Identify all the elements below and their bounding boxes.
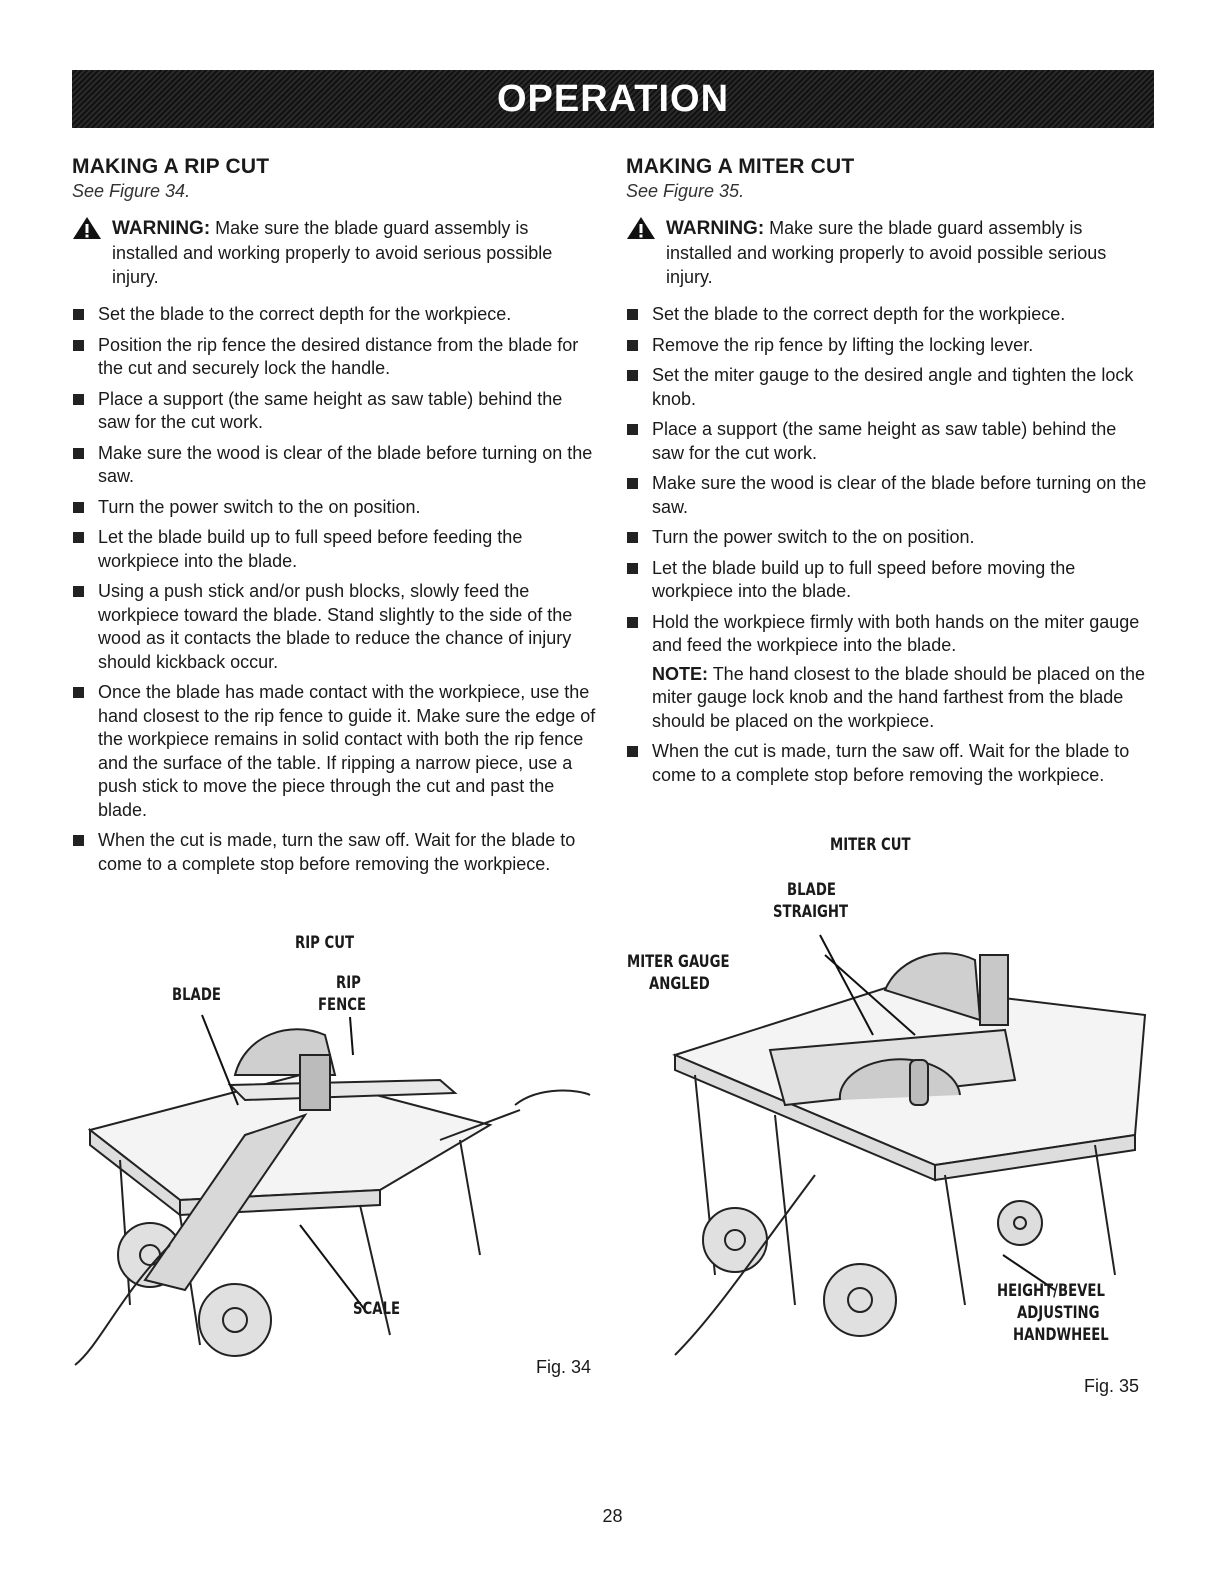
rip-cut-illustration	[74, 1014, 591, 1366]
label-blade: BLADE	[172, 985, 221, 1005]
list-item: Make sure the wood is clear of the blade…	[626, 472, 1151, 519]
list-item: Place a support (the same height as saw …	[72, 388, 597, 435]
figure-miter-cut: MITER CUT BLADE STRAIGHT MITER GAUGE ANG…	[615, 835, 1155, 1360]
warning-icon	[73, 217, 101, 239]
label-handwheel-line1: HEIGHT/BEVEL	[997, 1281, 1105, 1301]
rip-cut-section: MAKING A RIP CUT See Figure 34. WARNING:…	[72, 155, 597, 883]
miter-cut-steps: Set the blade to the correct depth for t…	[626, 303, 1151, 658]
list-item: Using a push stick and/or push blocks, s…	[72, 580, 597, 674]
page-number: 28	[602, 1506, 623, 1526]
label-blade-straight-line1: BLADE	[787, 880, 836, 900]
figure-title: MITER CUT	[830, 835, 911, 855]
warning-text: Make sure the blade guard assembly is in…	[666, 218, 1107, 287]
section-banner: OPERATION	[72, 70, 1154, 128]
list-item: Set the blade to the correct depth for t…	[72, 303, 597, 327]
label-miter-gauge-line2: ANGLED	[649, 974, 710, 994]
figure-title: RIP CUT	[295, 933, 355, 953]
label-handwheel-line2: ADJUSTING	[1017, 1303, 1100, 1323]
list-item: Make sure the wood is clear of the blade…	[72, 442, 597, 489]
miter-note: NOTE: The hand closest to the blade shou…	[626, 663, 1151, 734]
list-item: Turn the power switch to the on position…	[72, 496, 597, 520]
label-rip-fence-line2: FENCE	[318, 995, 367, 1015]
label-handwheel-line3: HANDWHEEL	[1013, 1325, 1109, 1345]
note-text: The hand closest to the blade should be …	[652, 663, 1146, 731]
note-label: NOTE:	[652, 663, 708, 684]
warning-text: Make sure the blade guard assembly is in…	[112, 218, 553, 287]
miter-cut-illustration	[672, 934, 1147, 1356]
list-item: Set the miter gauge to the desired angle…	[626, 364, 1151, 411]
list-item: Remove the rip fence by lifting the lock…	[626, 334, 1151, 358]
warning-icon	[627, 217, 655, 239]
section-title: OPERATION	[496, 77, 730, 120]
label-blade-straight-line2: STRAIGHT	[773, 902, 849, 922]
miter-cut-figure-reference: See Figure 35.	[626, 181, 745, 201]
rip-cut-steps: Set the blade to the correct depth for t…	[72, 303, 597, 876]
figure-rip-cut: RIP CUT BLADE RIP FENCE SCALE	[60, 925, 600, 1385]
list-item: Position the rip fence the desired dista…	[72, 334, 597, 381]
rip-cut-heading: MAKING A RIP CUT	[72, 155, 270, 178]
list-item: Turn the power switch to the on position…	[626, 526, 1151, 550]
miter-cut-warning: WARNING: Make sure the blade guard assem…	[626, 216, 1151, 289]
list-item: When the cut is made, turn the saw off. …	[626, 740, 1151, 787]
list-item: Let the blade build up to full speed bef…	[626, 557, 1151, 604]
figure-caption: Fig. 34	[536, 1357, 592, 1377]
label-miter-gauge-line1: MITER GAUGE	[627, 952, 730, 972]
list-item: When the cut is made, turn the saw off. …	[72, 829, 597, 876]
rip-cut-figure-reference: See Figure 34.	[72, 181, 191, 201]
list-item: Set the blade to the correct depth for t…	[626, 303, 1151, 327]
list-item: Hold the workpiece firmly with both hand…	[626, 611, 1151, 658]
rip-cut-warning: WARNING: Make sure the blade guard assem…	[72, 216, 597, 289]
warning-label: WARNING:	[666, 218, 765, 239]
list-item: Once the blade has made contact with the…	[72, 681, 597, 822]
list-item: Let the blade build up to full speed bef…	[72, 526, 597, 573]
label-rip-fence-line1: RIP	[336, 973, 361, 993]
figure-caption: Fig. 35	[1084, 1376, 1140, 1396]
label-scale: SCALE	[353, 1299, 401, 1319]
list-item: Place a support (the same height as saw …	[626, 418, 1151, 465]
miter-cut-final-step: When the cut is made, turn the saw off. …	[626, 740, 1151, 787]
miter-cut-section: MAKING A MITER CUT See Figure 35. WARNIN…	[626, 155, 1151, 794]
warning-label: WARNING:	[112, 218, 211, 239]
miter-cut-heading: MAKING A MITER CUT	[626, 155, 855, 178]
